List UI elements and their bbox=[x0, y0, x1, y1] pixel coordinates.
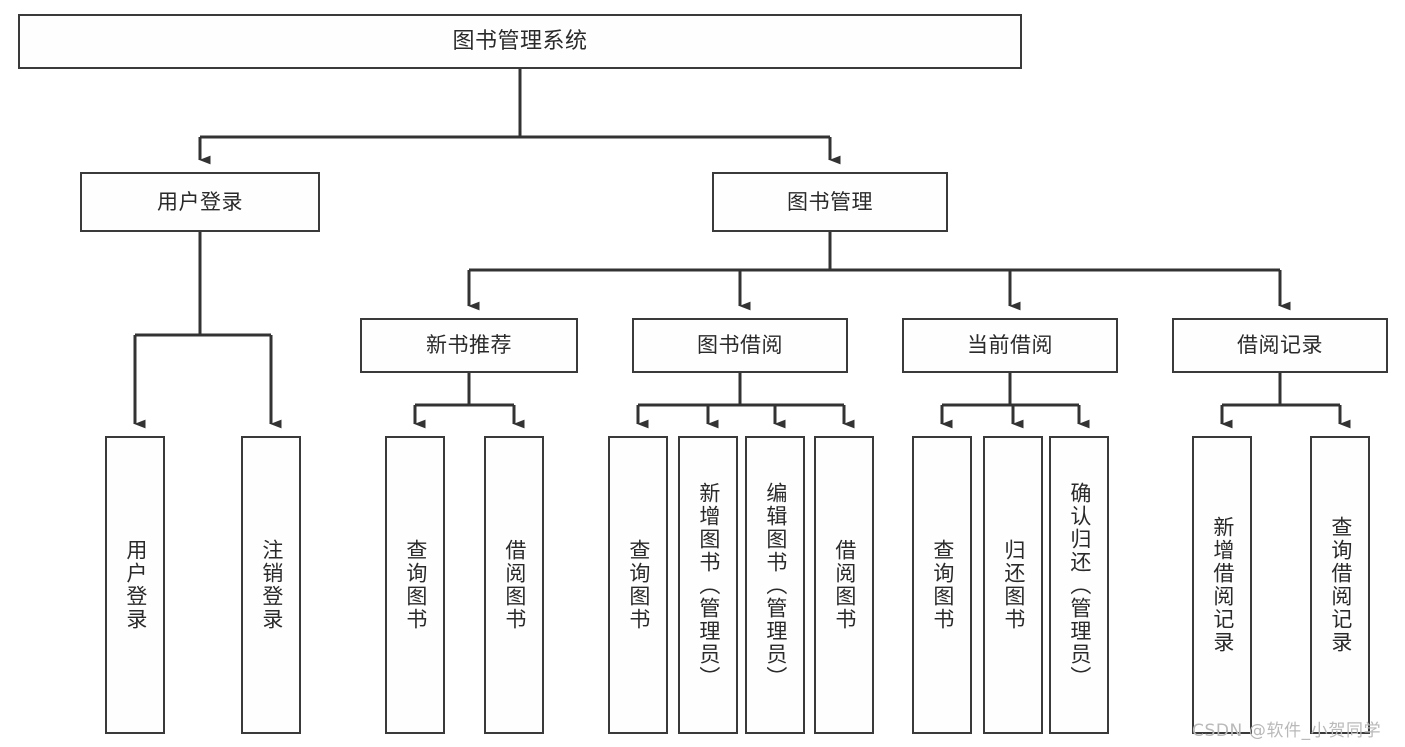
leaf-borrow-book-recommend-label: 借阅图书 bbox=[502, 539, 527, 631]
leaf-add-borrow-record-label: 新增借阅记录 bbox=[1210, 516, 1235, 654]
node-current-borrow[interactable]: 当前借阅 bbox=[902, 318, 1118, 373]
node-user-login-label: 用户登录 bbox=[157, 189, 243, 214]
node-new-book-recommend[interactable]: 新书推荐 bbox=[360, 318, 578, 373]
leaf-add-borrow-record[interactable]: 新增借阅记录 bbox=[1192, 436, 1252, 734]
leaf-query-book-borrow-label: 查询图书 bbox=[626, 539, 651, 631]
leaf-user-login-label: 用户登录 bbox=[123, 539, 148, 631]
node-user-login[interactable]: 用户登录 bbox=[80, 172, 320, 232]
leaf-confirm-return-admin[interactable]: 确认归还（管理员） bbox=[1049, 436, 1109, 734]
node-new-book-recommend-label: 新书推荐 bbox=[426, 333, 512, 358]
node-borrow-record[interactable]: 借阅记录 bbox=[1172, 318, 1388, 373]
leaf-add-book-admin[interactable]: 新增图书（管理员） bbox=[678, 436, 738, 734]
leaf-return-book-label: 归还图书 bbox=[1001, 539, 1026, 631]
leaf-logout-label: 注销登录 bbox=[259, 539, 284, 631]
leaf-edit-book-admin-label: 编辑图书（管理员） bbox=[763, 481, 788, 689]
leaf-query-book-recommend-label: 查询图书 bbox=[403, 539, 428, 631]
node-current-borrow-label: 当前借阅 bbox=[967, 333, 1053, 358]
leaf-return-book[interactable]: 归还图书 bbox=[983, 436, 1043, 734]
node-root[interactable]: 图书管理系统 bbox=[18, 14, 1022, 69]
leaf-user-login[interactable]: 用户登录 bbox=[105, 436, 165, 734]
leaf-query-book-current[interactable]: 查询图书 bbox=[912, 436, 972, 734]
leaf-query-book-recommend[interactable]: 查询图书 bbox=[385, 436, 445, 734]
leaf-borrow-book-label: 借阅图书 bbox=[832, 539, 857, 631]
leaf-edit-book-admin[interactable]: 编辑图书（管理员） bbox=[745, 436, 805, 734]
node-book-management-label: 图书管理 bbox=[787, 189, 873, 214]
leaf-borrow-book[interactable]: 借阅图书 bbox=[814, 436, 874, 734]
leaf-query-borrow-record[interactable]: 查询借阅记录 bbox=[1310, 436, 1370, 734]
node-borrow-record-label: 借阅记录 bbox=[1237, 333, 1323, 358]
leaf-add-book-admin-label: 新增图书（管理员） bbox=[696, 481, 721, 689]
leaf-confirm-return-admin-label: 确认归还（管理员） bbox=[1067, 481, 1092, 689]
leaf-query-borrow-record-label: 查询借阅记录 bbox=[1328, 516, 1353, 654]
node-book-borrow[interactable]: 图书借阅 bbox=[632, 318, 848, 373]
leaf-logout[interactable]: 注销登录 bbox=[241, 436, 301, 734]
node-book-borrow-label: 图书借阅 bbox=[697, 333, 783, 358]
node-root-label: 图书管理系统 bbox=[452, 28, 588, 54]
node-book-management[interactable]: 图书管理 bbox=[712, 172, 948, 232]
leaf-query-book-borrow[interactable]: 查询图书 bbox=[608, 436, 668, 734]
csdn-watermark: CSDN @软件_小贺同学 bbox=[1192, 721, 1382, 741]
leaf-query-book-current-label: 查询图书 bbox=[930, 539, 955, 631]
leaf-borrow-book-recommend[interactable]: 借阅图书 bbox=[484, 436, 544, 734]
